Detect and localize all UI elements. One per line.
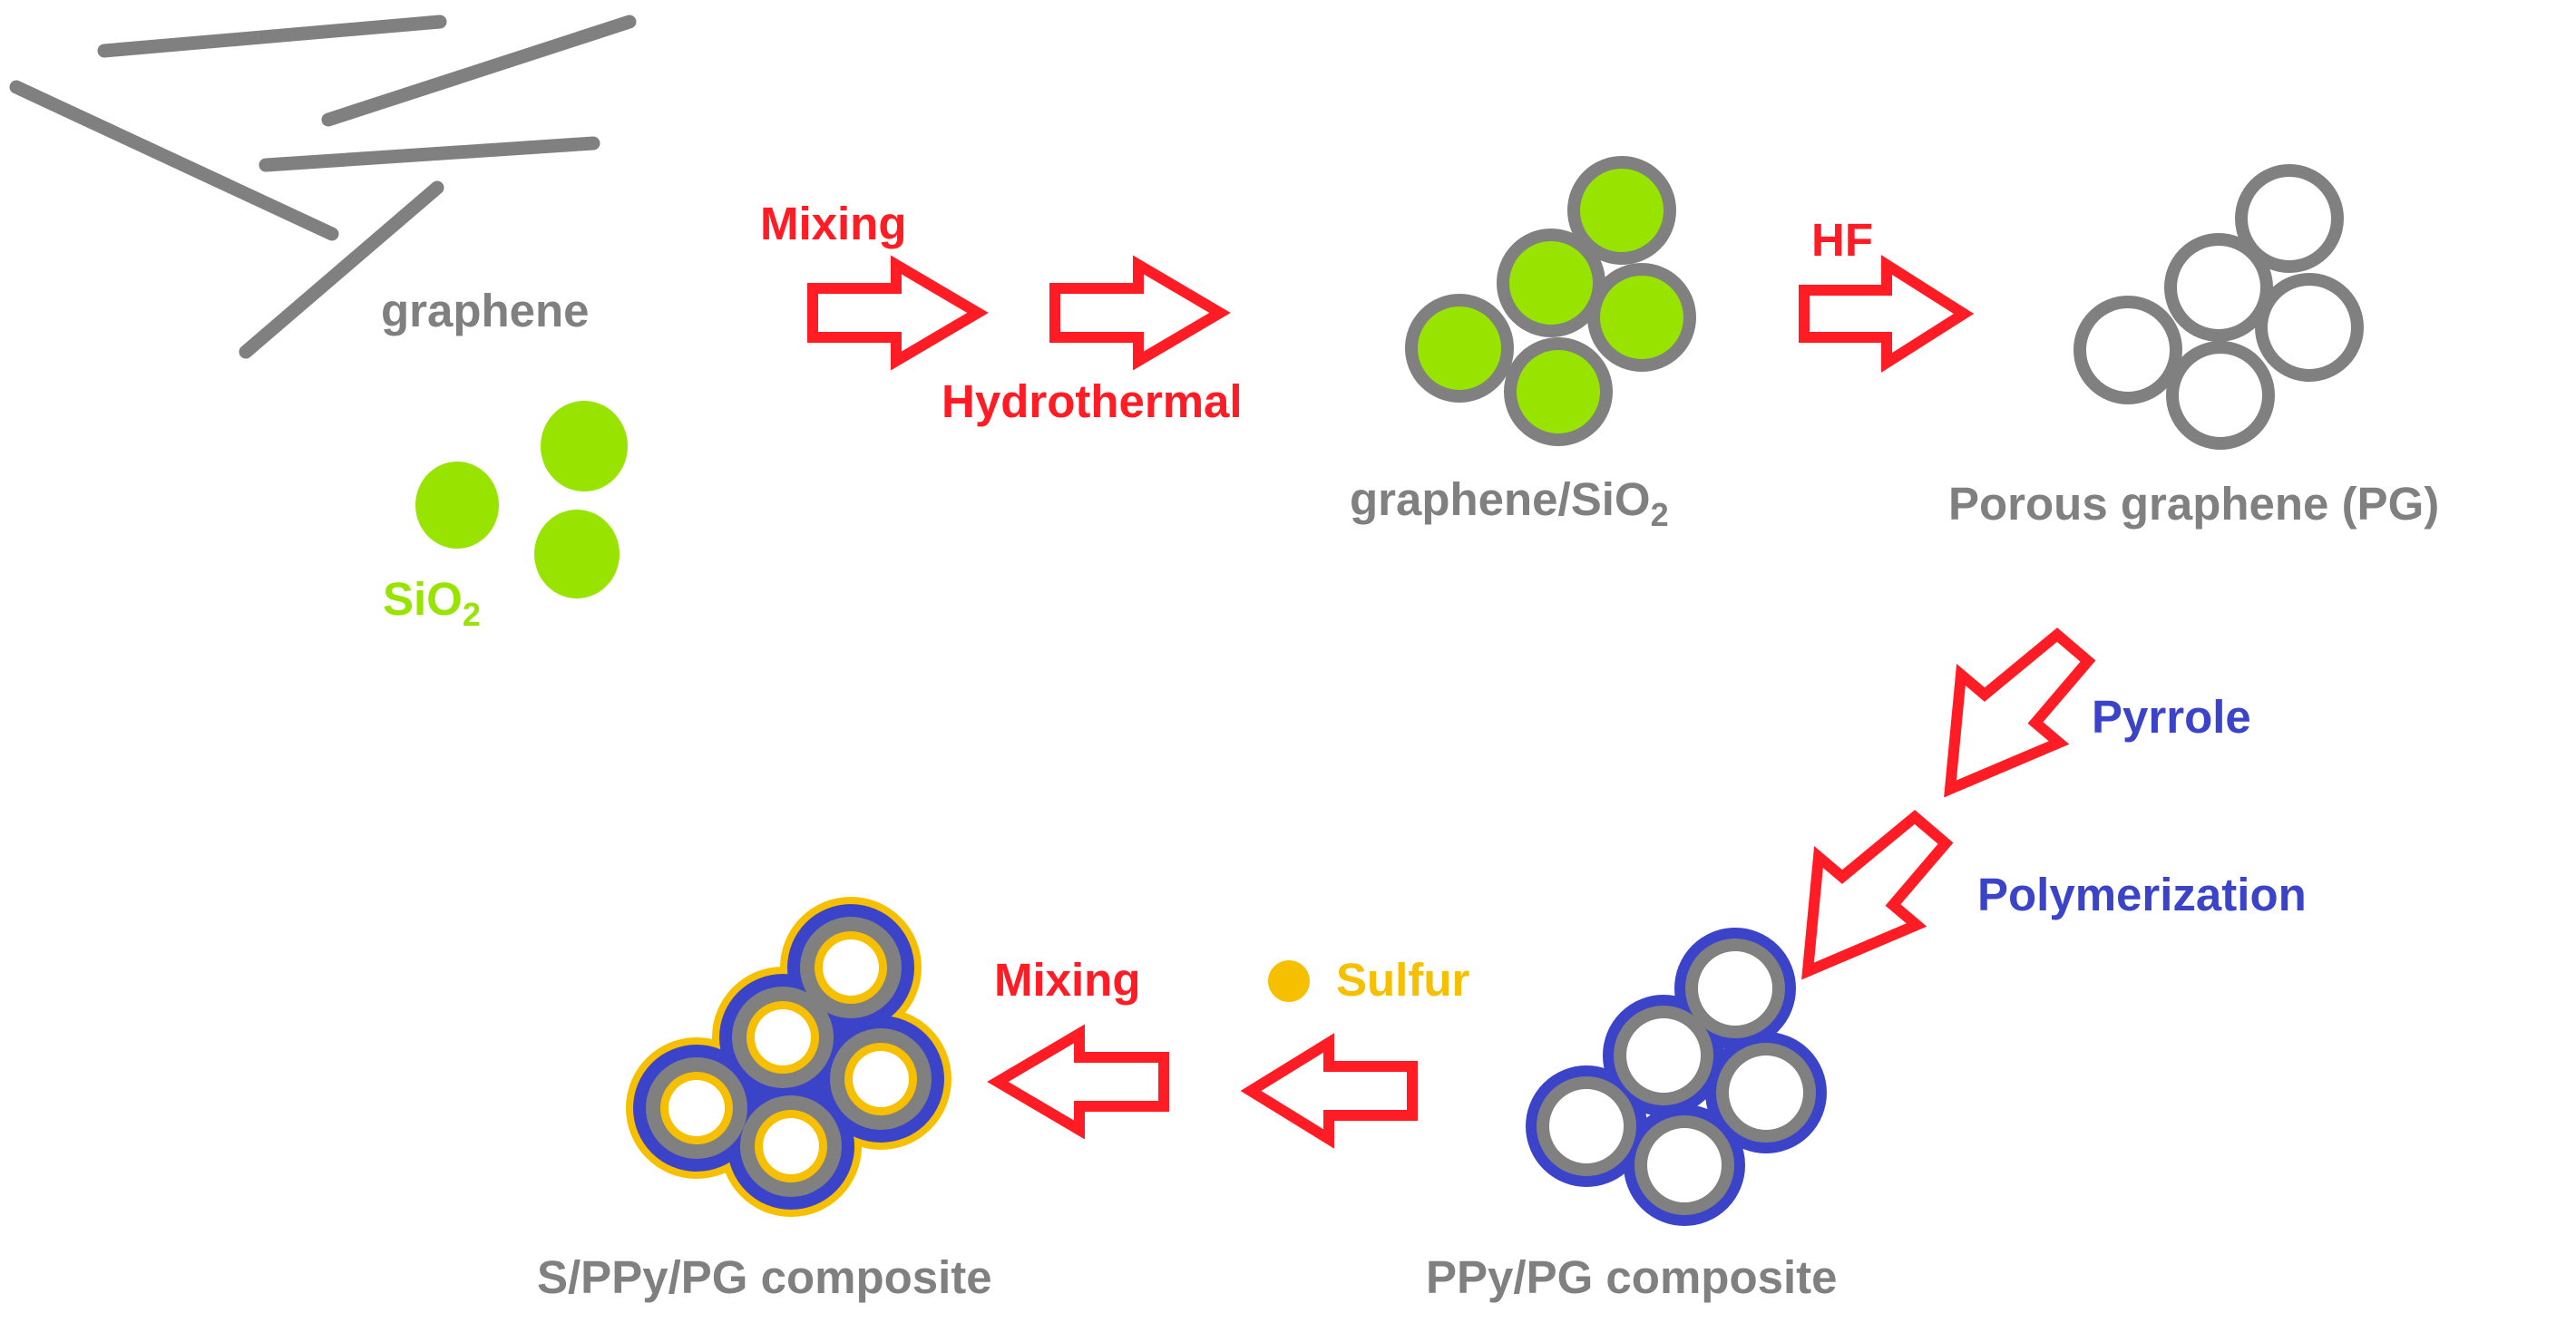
arrow-left-icon xyxy=(987,1024,1418,1149)
graphene-sio2-cluster-icon xyxy=(1405,156,1696,446)
sio2-particles-icon xyxy=(415,401,628,598)
mixing-label-top: Mixing xyxy=(760,198,907,249)
mixing-label-bottom: Mixing xyxy=(994,954,1141,1006)
arrow-down-left-icon xyxy=(1801,627,2096,980)
graphene-sio2-label: graphene/SiO2 xyxy=(1350,473,1669,533)
graphene-label: graphene xyxy=(381,285,590,336)
porous-graphene-cluster-icon xyxy=(2073,164,2364,450)
ppy-pg-cluster-icon xyxy=(1526,928,1827,1226)
s-ppy-pg-label: S/PPy/PG composite xyxy=(537,1251,992,1303)
arrow-right-icon xyxy=(807,255,1231,371)
sulfur-label: Sulfur xyxy=(1336,954,1469,1006)
pyrrole-label: Pyrrole xyxy=(2092,691,2251,743)
porous-graphene-label: Porous graphene (PG) xyxy=(1948,478,2439,530)
arrow-right-icon xyxy=(1799,255,1975,373)
sulfur-dot-icon xyxy=(1268,960,1310,1002)
hf-label: HF xyxy=(1811,214,1873,266)
polymerization-label: Polymerization xyxy=(1977,869,2307,920)
sio2-label: SiO2 xyxy=(383,573,481,633)
hydrothermal-label: Hydrothermal xyxy=(942,375,1243,427)
graphene-sheets-icon xyxy=(9,15,637,359)
s-ppy-pg-cluster-icon xyxy=(626,897,951,1217)
ppy-pg-label: PPy/PG composite xyxy=(1426,1251,1837,1303)
